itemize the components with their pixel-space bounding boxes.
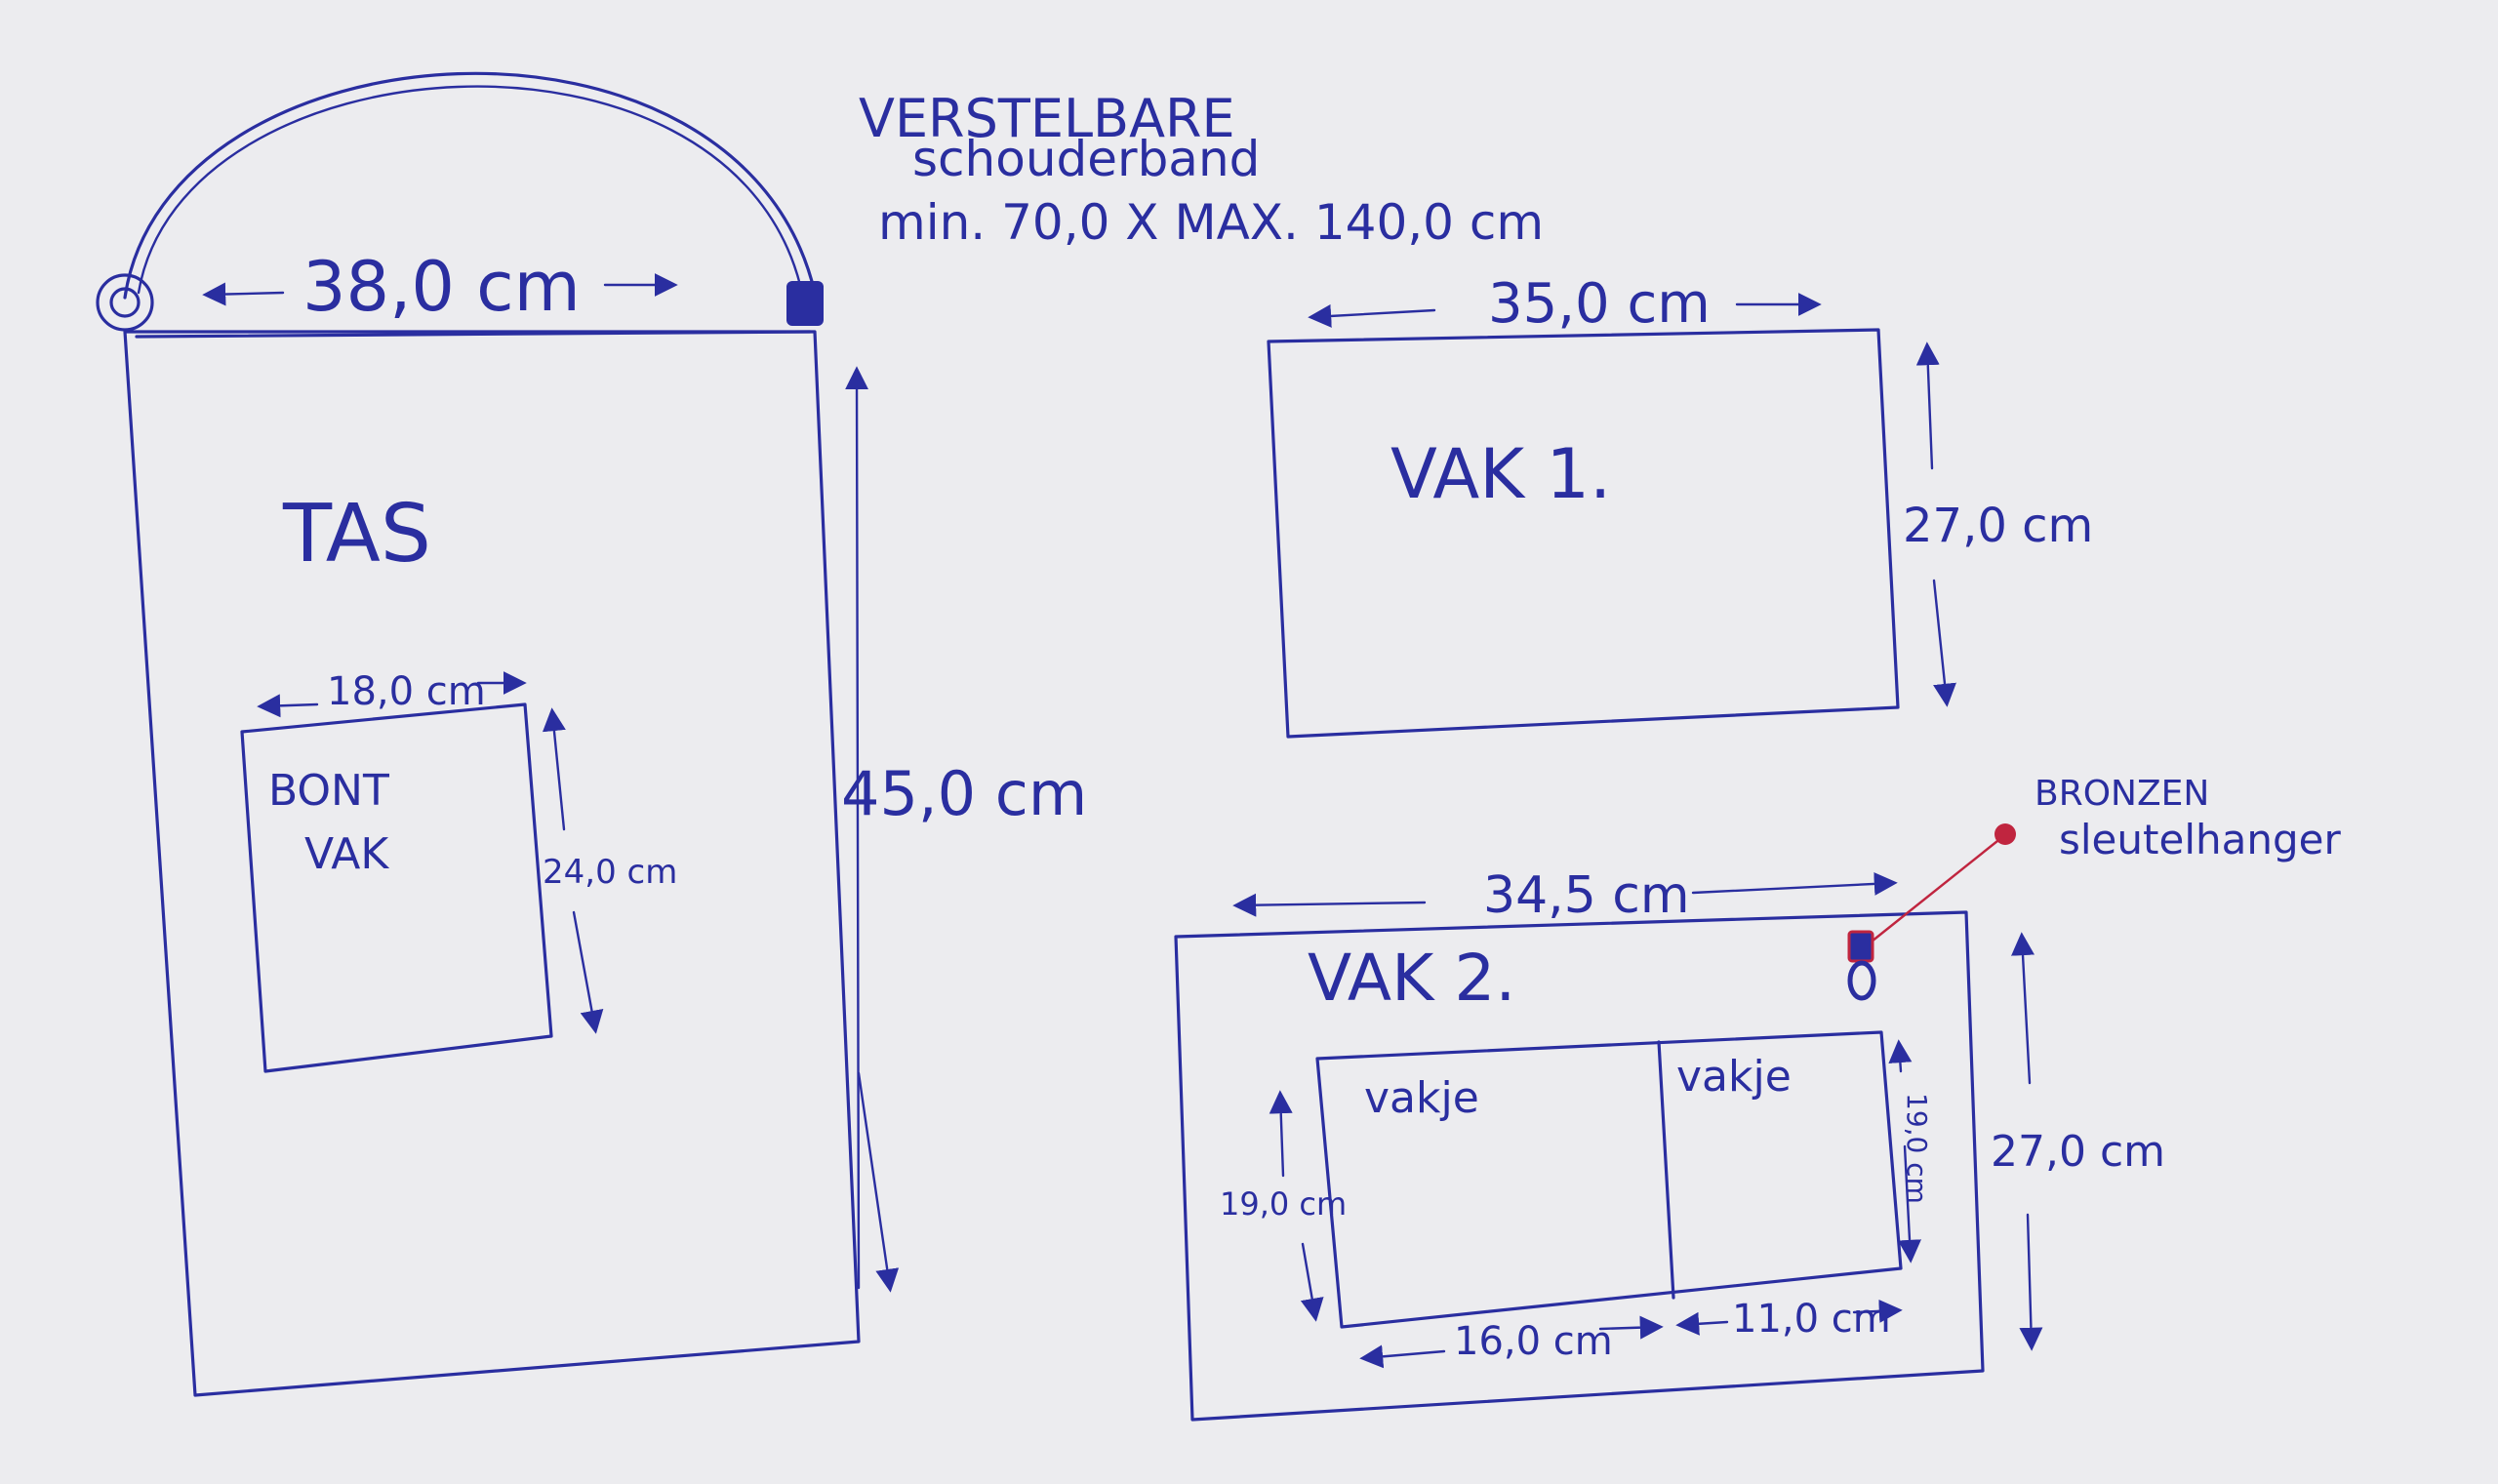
vakje-right-width-arrow-left — [1675, 1311, 1729, 1336]
vak2-sketch: 34,5 cm 27,0 cm VAK 2. BRONZEN sleutelha… — [1174, 774, 2341, 1422]
vak2-width-label: 34,5 cm — [1483, 866, 1690, 925]
vakje-right-height-label: 19,0 cm — [1901, 1093, 1933, 1204]
bag-height-arrow — [845, 366, 869, 1290]
keychain-icon — [1847, 930, 1874, 963]
vak2-outline — [1174, 910, 1985, 1422]
pocket-width-label: 18,0 cm — [327, 669, 486, 714]
keychain-pointer — [1871, 836, 2003, 943]
strap-ring-inner — [109, 287, 141, 318]
vak1-outline — [1267, 328, 1900, 739]
pocket-height-arrow-up — [542, 707, 566, 831]
vak1-width-label: 35,0 cm — [1488, 272, 1711, 336]
vak2-height-arrow-down — [2019, 1213, 2043, 1351]
vak1-height-label: 27,0 cm — [1903, 499, 2093, 553]
bag-top-edge — [135, 330, 812, 339]
pocket-height-label: 24,0 cm — [543, 853, 677, 892]
pocket-width-arrow-left — [257, 694, 319, 718]
strap-clasp-icon — [786, 281, 824, 326]
vakje-left-height-label: 19,0 cm — [1220, 1185, 1347, 1223]
vak2-width-arrow-left — [1232, 893, 1427, 917]
strap-width-arrow-left — [202, 282, 285, 306]
pocket-label-line1: BONT — [268, 766, 389, 816]
vak1-sketch: 35,0 cm 27,0 cm VAK 1. — [1267, 272, 2093, 739]
vakje-right-width-arrow-right — [1852, 1299, 1903, 1323]
vakjes-divider — [1657, 1040, 1675, 1300]
vakje-left-width-label: 16,0 cm — [1454, 1319, 1613, 1364]
vak1-height-arrow-down — [1932, 579, 1956, 707]
vakje-right-width-label: 11,0 cm — [1732, 1297, 1891, 1342]
bag-label: TAS — [282, 488, 431, 581]
vak1-height-arrow-up — [1915, 341, 1940, 470]
bag-outline — [123, 330, 861, 1397]
vakje-right-height-arrow-down — [1898, 1144, 1921, 1263]
vakje-right-height-arrow-up — [1888, 1039, 1913, 1073]
vak2-width-arrow-right — [1691, 871, 1898, 896]
vak2-height-label: 27,0 cm — [1991, 1127, 2165, 1177]
bag-height-label: 45,0 cm — [841, 758, 1087, 829]
vakje-left-width-arrow-right — [1598, 1315, 1664, 1340]
vak1-width-arrow-left — [1308, 303, 1436, 328]
vakje-left-height-arrow-up — [1269, 1090, 1293, 1178]
vakje-right-label: vakje — [1676, 1052, 1792, 1102]
vak1-label: VAK 1. — [1390, 434, 1611, 514]
vak2-label: VAK 2. — [1308, 941, 1515, 1016]
strap-title: VERSTELBARE — [859, 88, 1235, 149]
bag-height-arrow-down — [857, 1071, 900, 1293]
pocket-height-arrow-down — [572, 910, 604, 1034]
strap-range: min. 70,0 X MAX. 140,0 cm — [878, 194, 1544, 251]
strap-subtitle: schouderband — [912, 131, 1260, 187]
vakje-left-height-arrow-down — [1300, 1242, 1324, 1322]
vakje-left-label: vakje — [1364, 1073, 1479, 1123]
pocket-outline — [240, 702, 553, 1073]
shoulder-strap — [123, 71, 817, 300]
bag-sketch: 38,0 cm TAS 45,0 cm 18,0 cm 24,0 cm BONT… — [96, 71, 1087, 1397]
pocket-label-line2: VAK — [304, 829, 389, 879]
keychain-ring-icon — [1847, 960, 1876, 1001]
keychain-label-line1: BRONZEN — [2035, 774, 2209, 814]
keychain-label-line2: sleutelhanger — [2059, 816, 2341, 863]
vakjes-outline — [1315, 1030, 1903, 1329]
shoulder-strap-inner — [137, 85, 802, 295]
keychain-pointer-dot — [1994, 823, 2016, 845]
strap-note: VERSTELBARE schouderband min. 70,0 X MAX… — [859, 88, 1544, 251]
vakje-left-width-arrow-left — [1359, 1344, 1446, 1369]
vak2-height-arrow-up — [2011, 932, 2035, 1085]
strap-width-label: 38,0 cm — [302, 247, 581, 327]
strap-ring-icon — [96, 273, 154, 332]
